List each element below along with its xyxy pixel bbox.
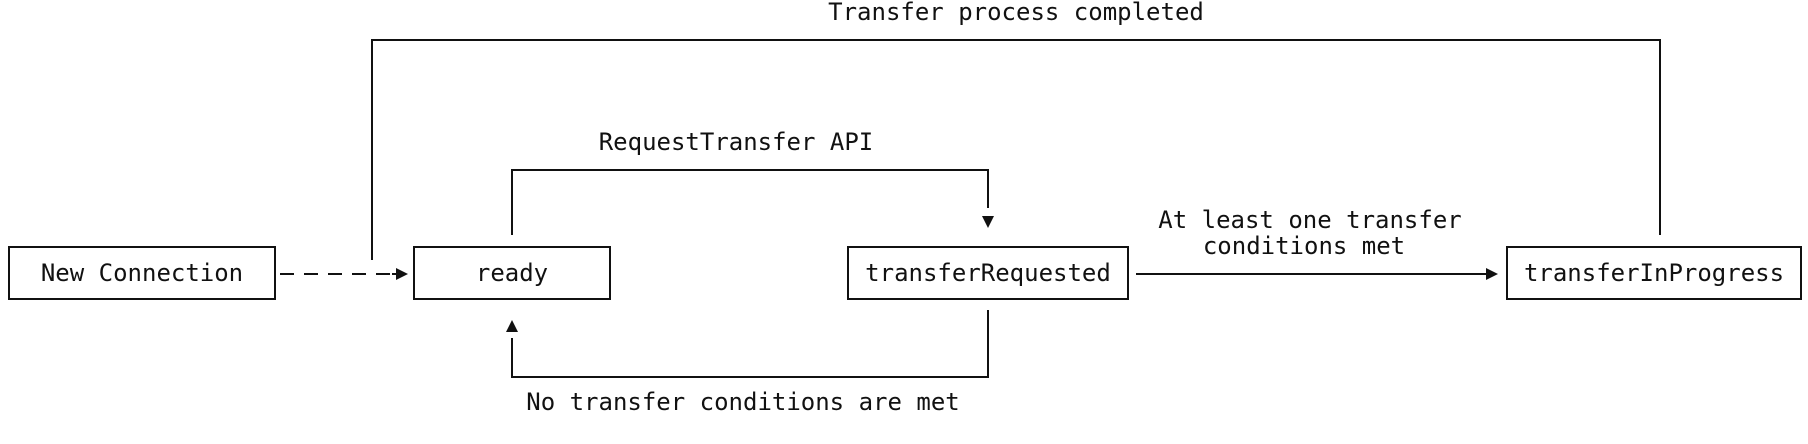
edge-request-transfer: RequestTransfer API [511, 128, 994, 235]
edge-label-transfer-completed: Transfer process completed [828, 0, 1204, 26]
edge-new-connection-to-ready [280, 268, 408, 280]
node-label-transfer-in-progress: transferInProgress [1524, 259, 1784, 287]
edge-label-request-transfer: RequestTransfer API [599, 128, 874, 156]
edge-label-no-conditions: No transfer conditions are met [526, 388, 959, 416]
edge-conditions-met: At least one transfer conditions met [1136, 206, 1498, 280]
edge-no-conditions: No transfer conditions are met [506, 310, 989, 416]
arrowhead-down [982, 216, 994, 228]
arrowhead-right [396, 268, 408, 280]
node-ready: ready [413, 246, 611, 300]
edge-label-conditions-met-line2: conditions met [1203, 232, 1405, 260]
node-transfer-requested: transferRequested [847, 246, 1129, 300]
arrowhead-up [506, 320, 518, 332]
node-transfer-in-progress: transferInProgress [1506, 246, 1802, 300]
edge-label-conditions-met-line1: At least one transfer [1158, 206, 1461, 234]
node-new-connection: New Connection [8, 246, 276, 300]
arrowhead-right [1486, 268, 1498, 280]
edge-transfer-completed: Transfer process completed [371, 0, 1661, 260]
node-label-ready: ready [476, 259, 548, 287]
node-label-transfer-requested: transferRequested [865, 259, 1111, 287]
node-label-new-connection: New Connection [41, 259, 243, 287]
